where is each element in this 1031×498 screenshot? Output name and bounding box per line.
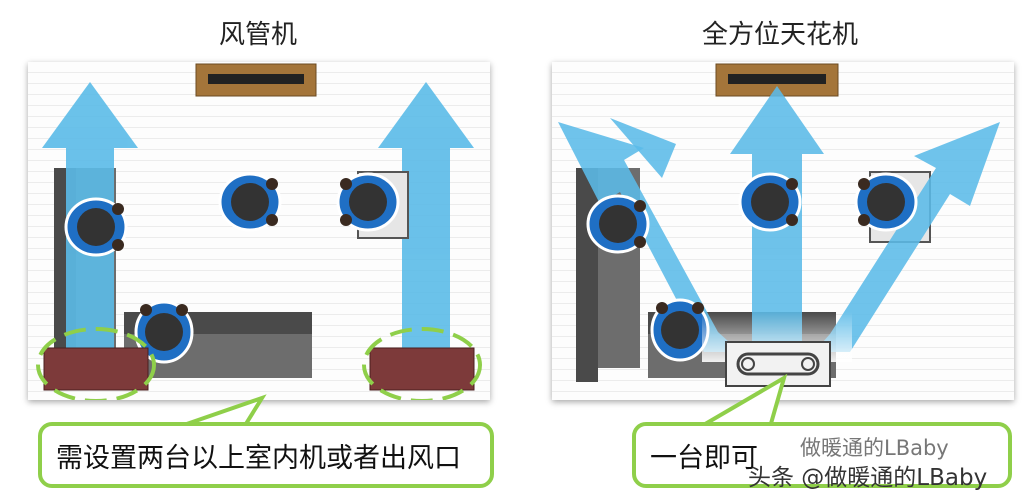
left-callout-text: 需设置两台以上室内机或者出风口 bbox=[56, 442, 461, 474]
left-room-panel bbox=[28, 62, 490, 403]
left-panel-title: 风管机 bbox=[218, 20, 297, 50]
right-callout-text: 一台即可 bbox=[650, 442, 758, 474]
right-room-illustration bbox=[558, 63, 1000, 387]
airflow-arrow-icon bbox=[378, 82, 474, 362]
watermark-line1: 做暖通的LBaby bbox=[800, 436, 949, 460]
left-callout-box: 需设置两台以上室内机或者出风口 bbox=[38, 422, 494, 488]
airflow-arrow-icon bbox=[558, 122, 740, 352]
right-room-panel bbox=[552, 62, 1014, 400]
indoor-unit-icon bbox=[43, 347, 149, 391]
airflow-arrow-icon bbox=[610, 118, 676, 178]
tv-cabinet-icon bbox=[195, 63, 317, 97]
airflow-arrow-icon bbox=[814, 122, 1000, 352]
ceiling-cassette-unit-icon bbox=[725, 341, 831, 387]
right-callout-box: 一台即可 bbox=[632, 422, 1012, 488]
right-panel-title: 全方位天花机 bbox=[701, 20, 858, 50]
watermark-line2: 头条 @做暖通的LBaby bbox=[748, 465, 988, 491]
left-room-illustration bbox=[36, 63, 482, 403]
indoor-unit-icon bbox=[369, 347, 475, 391]
